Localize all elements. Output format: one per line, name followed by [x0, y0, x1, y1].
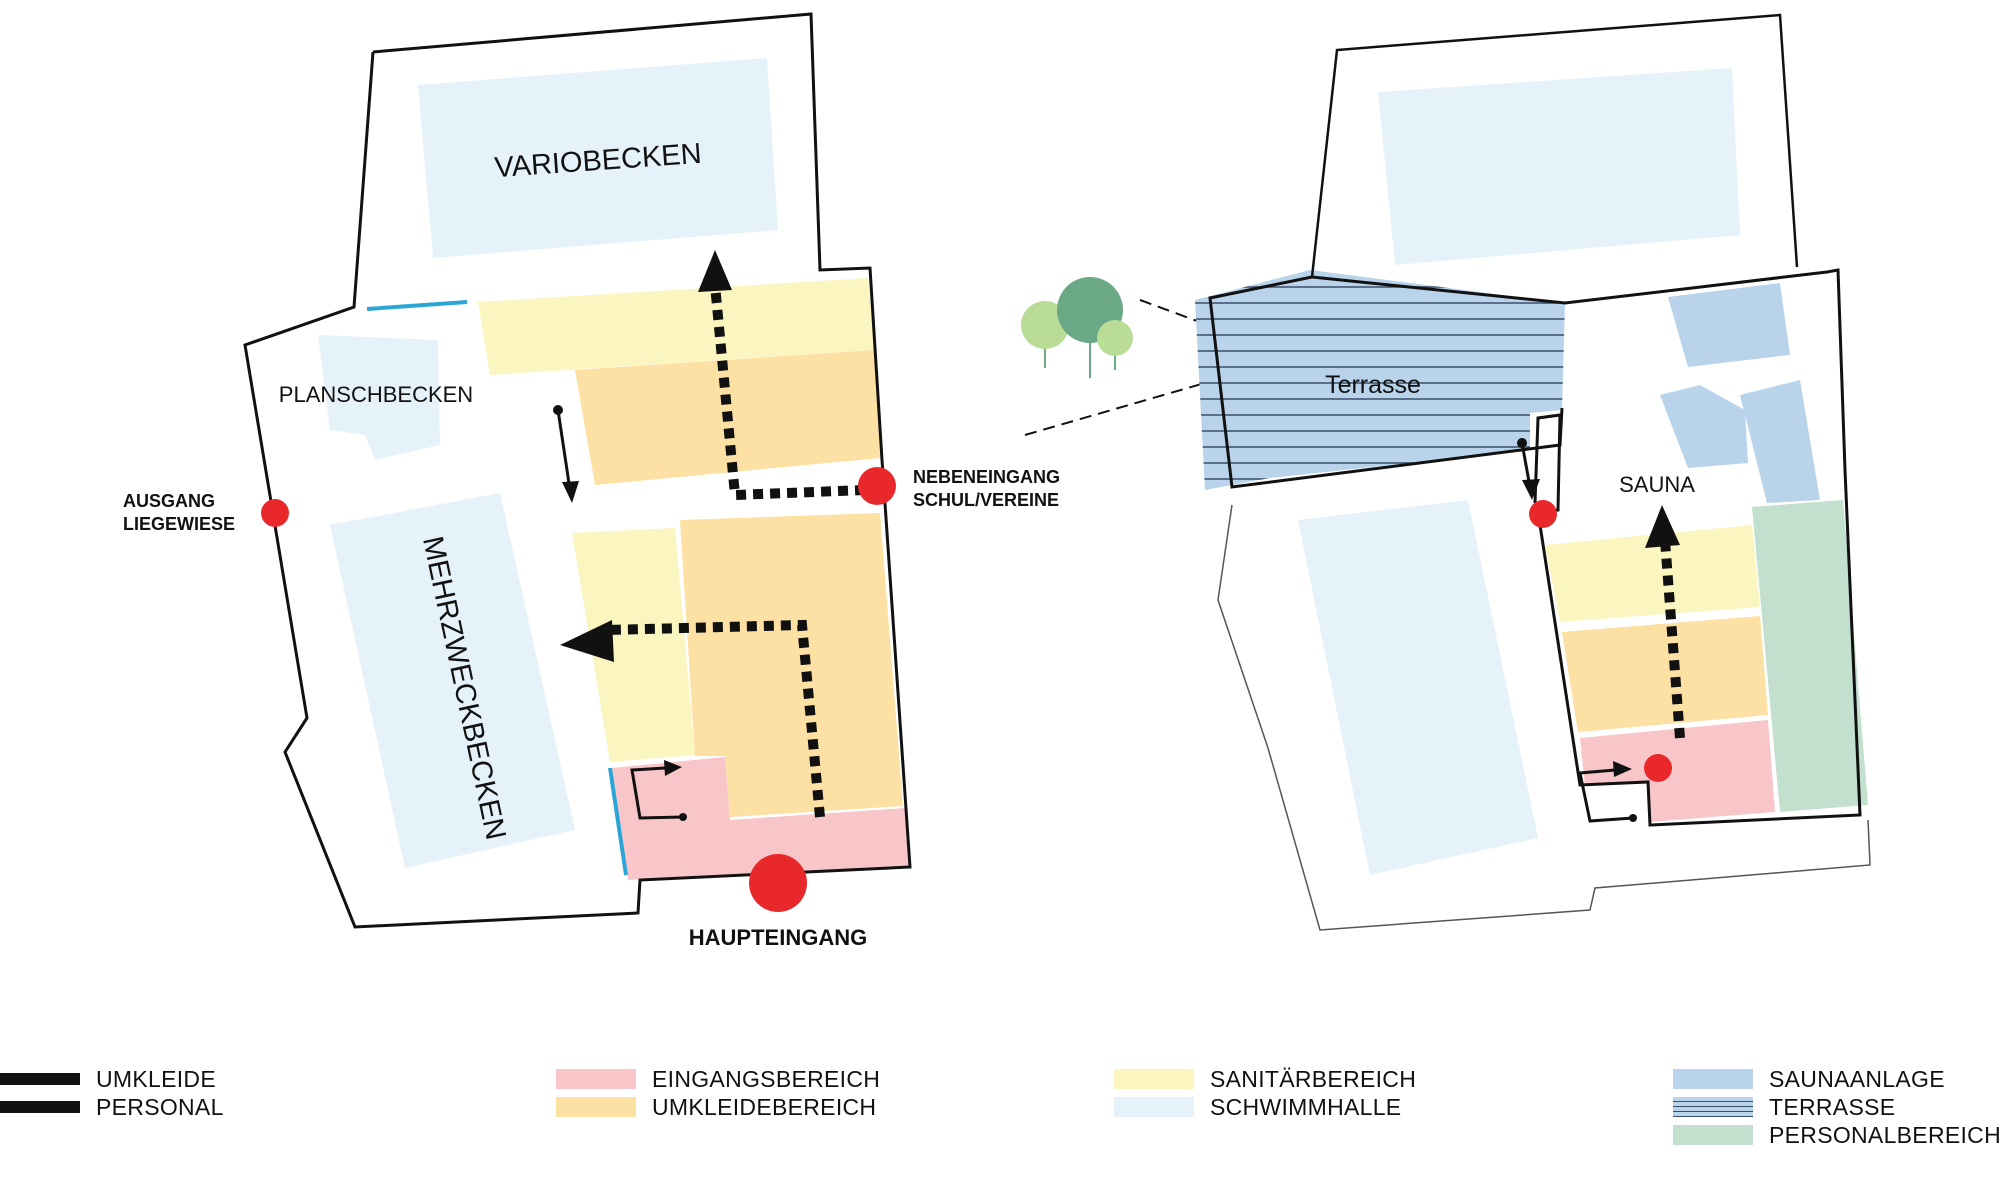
legend-item-umkleidebereich: UMKLEIDEBEREICH — [556, 1093, 876, 1121]
legend-label-saunaanlage: SAUNAANLAGE — [1769, 1065, 1945, 1092]
legend-swatch-schwimmhalle — [1114, 1097, 1194, 1117]
legend-swatch-sanitaerbereich — [1114, 1069, 1194, 1089]
sauna-cabin-2 — [1660, 385, 1748, 468]
terrasse-label: Terrasse — [1325, 371, 1421, 399]
legend-swatch-personalbereich — [1673, 1125, 1753, 1145]
terrasse-zone — [1195, 270, 1565, 490]
legend-swatch-eingangsbereich — [556, 1069, 636, 1089]
legend-label-umkleidebereich: UMKLEIDEBEREICH — [652, 1093, 877, 1120]
legend-swatch-umkleidebereich — [556, 1097, 636, 1117]
umkleide-zone-middle — [680, 513, 903, 817]
eingang-zone — [612, 757, 910, 880]
blue-wall-bottom — [608, 767, 628, 876]
legend-item-saunaanlage: SAUNAANLAGE — [1673, 1065, 1945, 1093]
sanitaer-zone-middle — [572, 528, 695, 762]
legend-label-eingangsbereich: EINGANGSBEREICH — [652, 1065, 881, 1092]
path-entrance-to-mehrzweckbecken — [607, 619, 825, 818]
left-floor-plan: VARIOBECKEN PLANSCHBECKEN MEHRZWECKBECKE… — [123, 12, 1060, 950]
variobecken-pool — [418, 58, 778, 258]
tree-right-icon — [1097, 320, 1133, 356]
legend-label-personal: PERSONAL — [96, 1093, 224, 1120]
haupteingang-dot — [749, 854, 807, 912]
personal-marker-arrowhead-right — [1613, 761, 1632, 777]
thin-arrow-line — [556, 409, 572, 491]
sauna-cabin-1 — [1668, 283, 1790, 367]
arrowhead-up-left — [698, 250, 732, 292]
thin-arrowhead — [562, 481, 579, 503]
lower-pool-right — [1298, 500, 1538, 875]
personal-marker-dot-left — [679, 813, 687, 821]
eingang-zone-right — [1580, 720, 1775, 822]
arrowhead-up-right — [1645, 505, 1680, 548]
legend-item-terrasse: TERRASSE — [1673, 1093, 1895, 1121]
legend-item-personal: PERSONAL — [0, 1093, 224, 1121]
umkleide-zone-right — [1562, 616, 1768, 732]
legend-item-personalbereich: PERSONALBEREICH — [1673, 1121, 2000, 1149]
sauna-label: SAUNA — [1619, 472, 1695, 497]
tree-left-icon — [1021, 301, 1069, 349]
legend-item-schwimmhalle: SCHWIMMHALLE — [1114, 1093, 1401, 1121]
planschbecken-pool — [318, 335, 440, 460]
legend-label-terrasse: TERRASSE — [1769, 1093, 1896, 1120]
mehrzweckbecken-pool — [330, 493, 575, 868]
right-floor-plan: Terrasse SAUNA — [1195, 13, 1871, 931]
legend-label-umkleide: UMKLEIDE — [96, 1065, 216, 1092]
personal-marker-left — [630, 766, 684, 820]
planschbecken-label: PLANSCHBECKEN — [279, 382, 473, 407]
legend: UMKLEIDE PERSONAL EINGANGSBEREICH UMKLEI… — [0, 1065, 2000, 1175]
sanitaer-zone-top — [478, 278, 875, 375]
sauna-entrance-dot — [1644, 754, 1672, 782]
nebeneingang-label-line2: SCHUL/VEREINE — [913, 490, 1059, 510]
personal-marker-dot-right — [1629, 814, 1637, 822]
sauna-cabin-3 — [1740, 380, 1820, 503]
legend-item-umkleide: UMKLEIDE — [0, 1065, 216, 1093]
personalbereich-zone — [1752, 500, 1868, 812]
legend-swatch-umkleide — [0, 1073, 80, 1085]
legend-swatch-saunaanlage — [1673, 1069, 1753, 1089]
right-lower-building-outline — [1311, 268, 1862, 827]
path-nebeneingang-to-variobecken — [710, 284, 866, 501]
blue-wall-top — [366, 300, 468, 311]
ausgang-label-line1: AUSGANG — [123, 491, 215, 511]
haupteingang-label: HAUPTEINGANG — [689, 925, 867, 950]
nebeneingang-dot — [858, 467, 896, 505]
legend-swatch-terrasse — [1673, 1097, 1753, 1117]
thin-arrowhead-right — [1522, 479, 1540, 500]
upper-pool-right — [1378, 68, 1740, 265]
legend-swatch-personal — [0, 1101, 80, 1113]
personal-marker-arrowhead-left — [664, 760, 682, 776]
arrowhead-left — [560, 620, 614, 662]
personal-marker-right — [1578, 768, 1634, 823]
right-ground-outline — [1217, 504, 1871, 931]
ausgang-dot — [261, 499, 289, 527]
left-building-outline — [243, 12, 912, 929]
right-upper-building-outline — [1310, 13, 1799, 278]
legend-label-sanitaerbereich: SANITÄRBEREICH — [1210, 1065, 1417, 1092]
legend-label-personalbereich: PERSONALBEREICH — [1769, 1121, 2000, 1148]
side-entrance-dot-right — [1529, 500, 1557, 528]
sanitaer-zone-right — [1545, 525, 1760, 622]
legend-label-schwimmhalle: SCHWIMMHALLE — [1210, 1093, 1402, 1120]
nebeneingang-label-line1: NEBENEINGANG — [913, 467, 1060, 487]
legend-item-sanitaerbereich: SANITÄRBEREICH — [1114, 1065, 1416, 1093]
legend-item-eingangsbereich: EINGANGSBEREICH — [556, 1065, 880, 1093]
ausgang-label-line2: LIEGEWIESE — [123, 514, 235, 534]
